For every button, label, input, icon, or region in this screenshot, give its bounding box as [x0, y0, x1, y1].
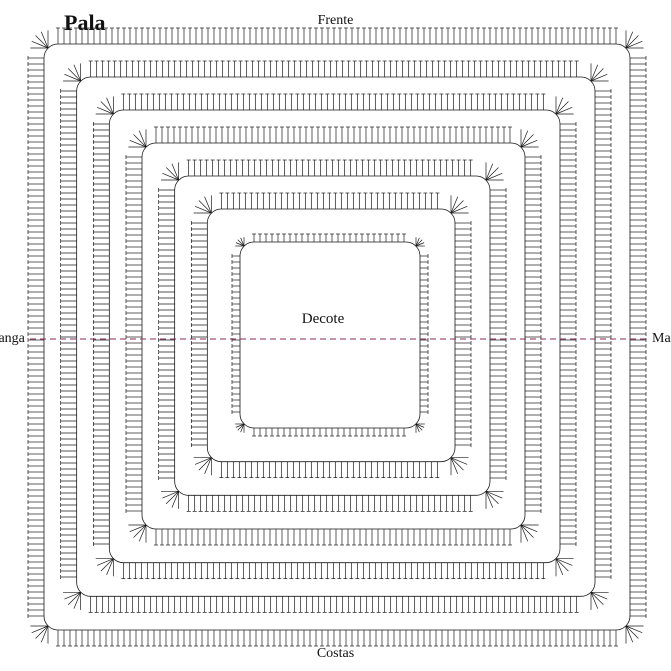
- chain-round: [141, 142, 526, 530]
- stitch-rounds: [27, 27, 647, 647]
- left-sleeve-label: Manga: [0, 331, 25, 346]
- chain-round: [239, 241, 421, 429]
- chain-round: [43, 43, 631, 631]
- chain-round: [206, 208, 456, 463]
- front-label: Frente: [317, 13, 354, 28]
- right-sleeve-label: Manga: [652, 331, 671, 346]
- chain-round: [108, 109, 561, 564]
- chart-title: Pala: [64, 10, 106, 35]
- chain-round: [174, 175, 491, 496]
- neckline-label: Decote: [301, 311, 345, 327]
- back-label: Costas: [316, 646, 355, 661]
- chain-round: [76, 76, 596, 597]
